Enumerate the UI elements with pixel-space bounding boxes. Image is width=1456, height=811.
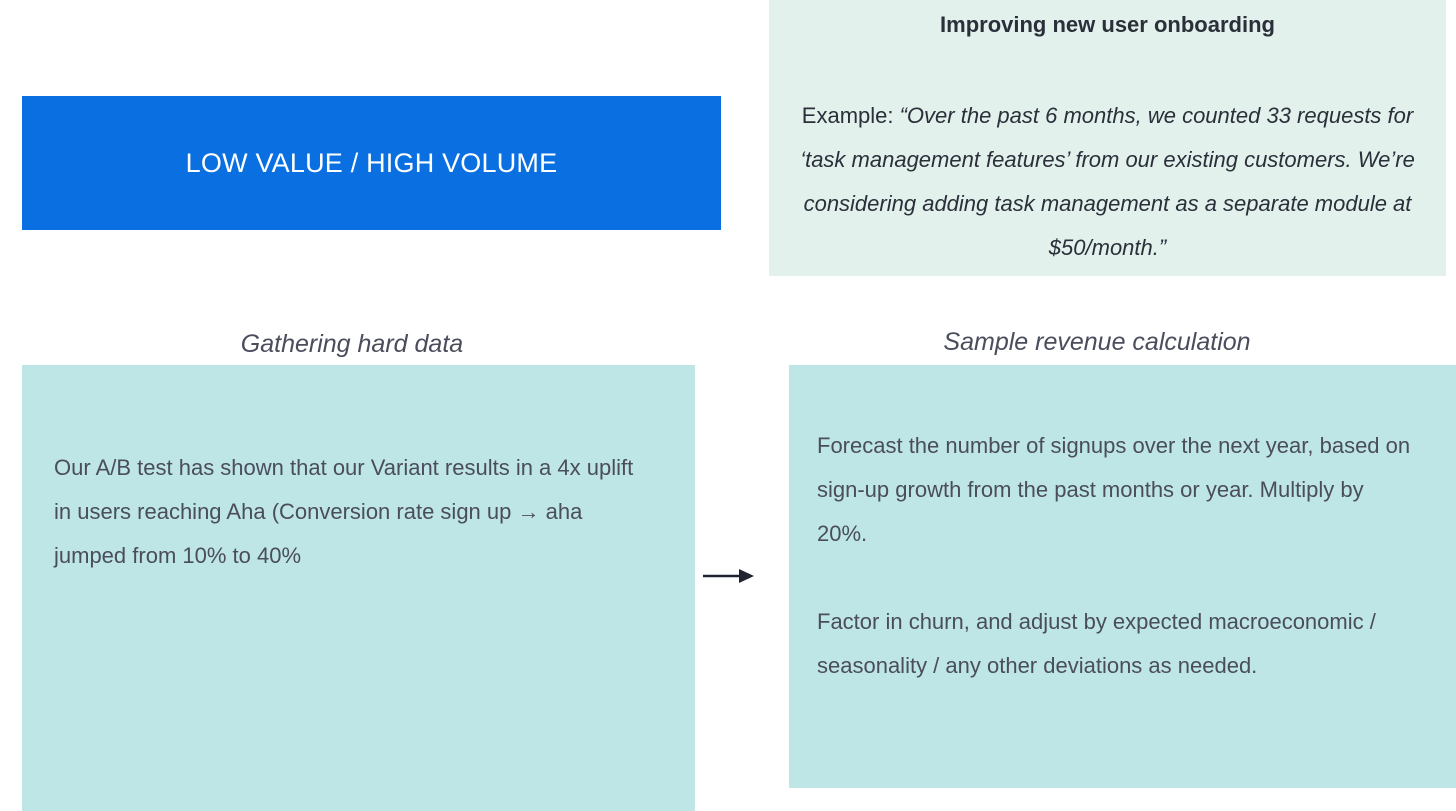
banner-label: LOW VALUE / HIGH VOLUME	[185, 147, 558, 178]
revenue-calculation-panel: Forecast the number of signups over the …	[789, 365, 1456, 788]
example-prefix: Example:	[801, 103, 900, 128]
left-section-heading: Gathering hard data	[240, 330, 464, 358]
example-card: Improving new user onboarding Example: “…	[769, 0, 1446, 276]
example-body: Example: “Over the past 6 months, we cou…	[799, 94, 1416, 270]
example-quote: “Over the past 6 months, we counted 33 r…	[800, 103, 1415, 260]
gathering-data-panel: Our A/B test has shown that our Variant …	[22, 365, 695, 811]
revenue-paragraph-1: Forecast the number of signups over the …	[817, 433, 1411, 546]
right-arrow-icon	[703, 569, 754, 583]
right-section-heading: Sample revenue calculation	[943, 328, 1251, 356]
low-value-high-volume-banner: LOW VALUE / HIGH VOLUME	[22, 96, 721, 230]
example-title: Improving new user onboarding	[940, 12, 1275, 37]
left-panel-text: Our A/B test has shown that our Variant …	[54, 455, 634, 568]
revenue-paragraph-2: Factor in churn, and adjust by expected …	[817, 609, 1376, 678]
